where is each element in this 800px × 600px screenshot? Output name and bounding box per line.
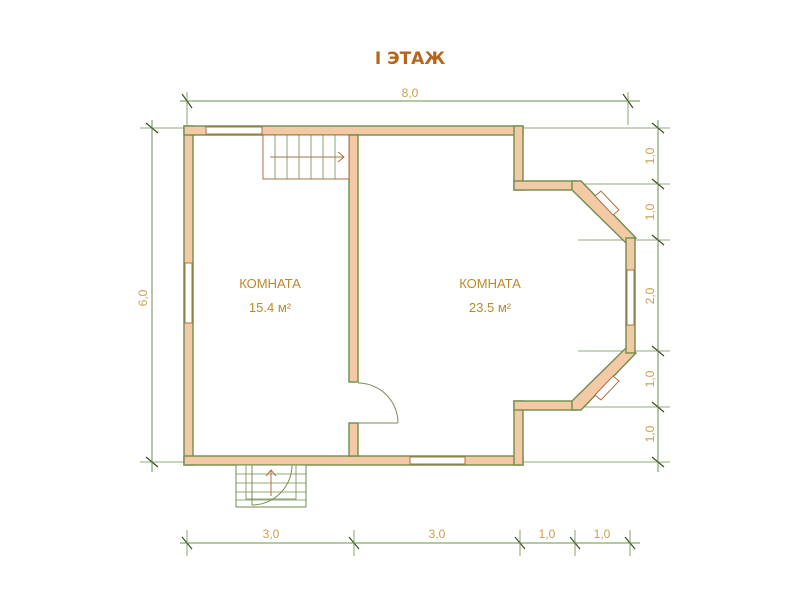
wall-bay-top [513, 180, 577, 191]
left-dimension: 6,0 [136, 120, 185, 472]
bottom-dimension-1: 3,0 [263, 527, 280, 541]
wall-partition-lower [348, 422, 359, 457]
window-bottom [409, 456, 466, 465]
window-bay-diag-bottom [594, 375, 620, 401]
room-2-area: 23.5 м² [469, 300, 512, 315]
right-dimension-4: 1,0 [643, 370, 657, 387]
wall-bottom [183, 455, 524, 466]
windows [184, 126, 635, 465]
bottom-dimension-2: 3,0 [429, 527, 446, 541]
window-top-left [205, 126, 263, 135]
room-1-label: КОМНАТА [239, 276, 301, 291]
bottom-dimension-4: 1,0 [594, 527, 611, 541]
walls [183, 125, 638, 466]
top-dimension: 8,0 [180, 86, 640, 125]
wall-bay-diag-bottom [571, 346, 638, 411]
doors [251, 382, 399, 506]
wall-partition-upper [348, 134, 359, 383]
room-labels: КОМНАТА 15.4 м² КОМНАТА 23.5 м² [239, 276, 521, 315]
window-bay-right [626, 269, 635, 326]
room-2-label: КОМНАТА [459, 276, 521, 291]
right-dimension-5: 1,0 [643, 425, 657, 442]
bottom-dimensions: 3,0 3,0 1,0 1,0 [180, 527, 640, 556]
right-dimension-2: 1,0 [643, 203, 657, 220]
top-dimension-label: 8,0 [402, 86, 419, 100]
wall-bay-bottom [513, 400, 577, 411]
left-dimension-label: 6,0 [136, 289, 150, 306]
stairs-interior [262, 134, 350, 180]
right-dimension-1: 1,0 [643, 147, 657, 164]
window-bay-diag-top [594, 190, 620, 216]
wall-bay-diag-top [571, 180, 638, 245]
window-left [184, 262, 193, 324]
bottom-dimension-3: 1,0 [539, 527, 556, 541]
floor-title: I ЭТАЖ [375, 49, 445, 69]
right-dimensions: 1,0 1,0 2,0 1,0 1,0 [520, 120, 670, 472]
room-1-area: 15.4 м² [249, 300, 292, 315]
right-dimension-3: 2,0 [643, 287, 657, 304]
